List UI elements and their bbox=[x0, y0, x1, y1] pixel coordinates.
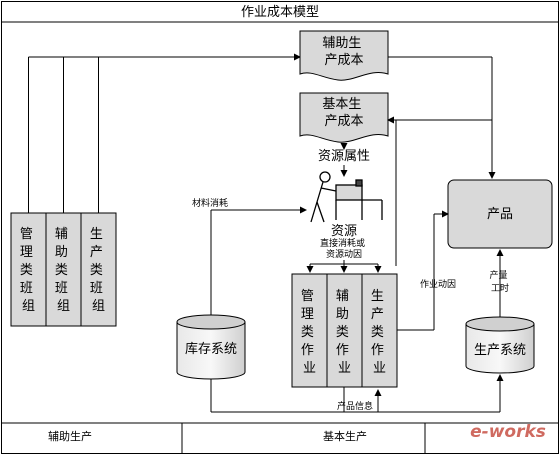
footer-aux-production: 辅助生产 bbox=[48, 429, 92, 443]
resource-to-activity-arrows bbox=[306, 260, 382, 273]
footer-base-production: 基本生产 bbox=[323, 429, 367, 443]
activity-to-base-cost-lines bbox=[387, 116, 397, 266]
resource-attribute-label: 资源属性 bbox=[318, 149, 370, 164]
inventory-system-label: 库存系统 bbox=[185, 341, 237, 357]
material-consumption-label: 材料消耗 bbox=[192, 197, 228, 209]
aux-cost-document bbox=[299, 30, 389, 81]
product-label: 产品 bbox=[487, 207, 513, 222]
activity-column-auxiliary-label: 辅 助 类 作 业 bbox=[336, 289, 353, 376]
base-cost-document-label: 基本生 产成本 bbox=[322, 97, 365, 129]
resource-label: 资源 bbox=[331, 224, 357, 239]
team-column-production-label: 生 产 类 班 组 bbox=[90, 227, 107, 314]
diagram-title: 作业成本模型 bbox=[241, 5, 319, 20]
svg-text:e-works: e-works bbox=[470, 422, 546, 442]
e-works-logo: e-works bbox=[470, 422, 546, 442]
base-cost-document bbox=[299, 92, 389, 143]
activity-columns: 管 理 类 作 业 辅 助 类 作 业 生 产 类 作 业 bbox=[291, 273, 398, 388]
inventory-system-cylinder bbox=[176, 314, 246, 380]
aux-cost-to-product-line bbox=[388, 56, 496, 179]
team-to-aux-cost-lines bbox=[28, 53, 301, 213]
activity-column-production-label: 生 产 类 作 业 bbox=[371, 289, 388, 376]
production-system-cylinder bbox=[465, 316, 535, 374]
team-columns: 管 理 类 班 组 辅 助 类 班 组 生 产 类 班 组 bbox=[10, 212, 117, 327]
activity-column-auxiliary bbox=[326, 273, 363, 388]
team-column-management bbox=[10, 212, 47, 327]
activity-driver-label: 作业动因 bbox=[420, 278, 456, 290]
activity-column-management bbox=[291, 273, 328, 388]
production-system-label: 生产系统 bbox=[474, 343, 526, 358]
output-hours-label: 产量 工时 bbox=[490, 269, 511, 294]
activity-driver-line bbox=[397, 210, 449, 331]
product-info-label: 产品信息 bbox=[337, 400, 373, 412]
activity-column-production bbox=[361, 273, 398, 388]
team-column-management-label: 管 理 类 班 组 bbox=[20, 227, 37, 314]
worker-icon bbox=[310, 171, 383, 223]
team-column-production bbox=[80, 212, 117, 327]
team-column-auxiliary-label: 辅 助 类 班 组 bbox=[55, 227, 72, 314]
driver-label: 直接消耗或 资源动因 bbox=[320, 237, 368, 260]
activity-column-management-label: 管 理 类 作 业 bbox=[301, 289, 318, 376]
material-consumption-line bbox=[210, 206, 307, 316]
aux-cost-document-label: 辅助生 产成本 bbox=[322, 36, 365, 68]
product-info-line bbox=[210, 374, 504, 413]
